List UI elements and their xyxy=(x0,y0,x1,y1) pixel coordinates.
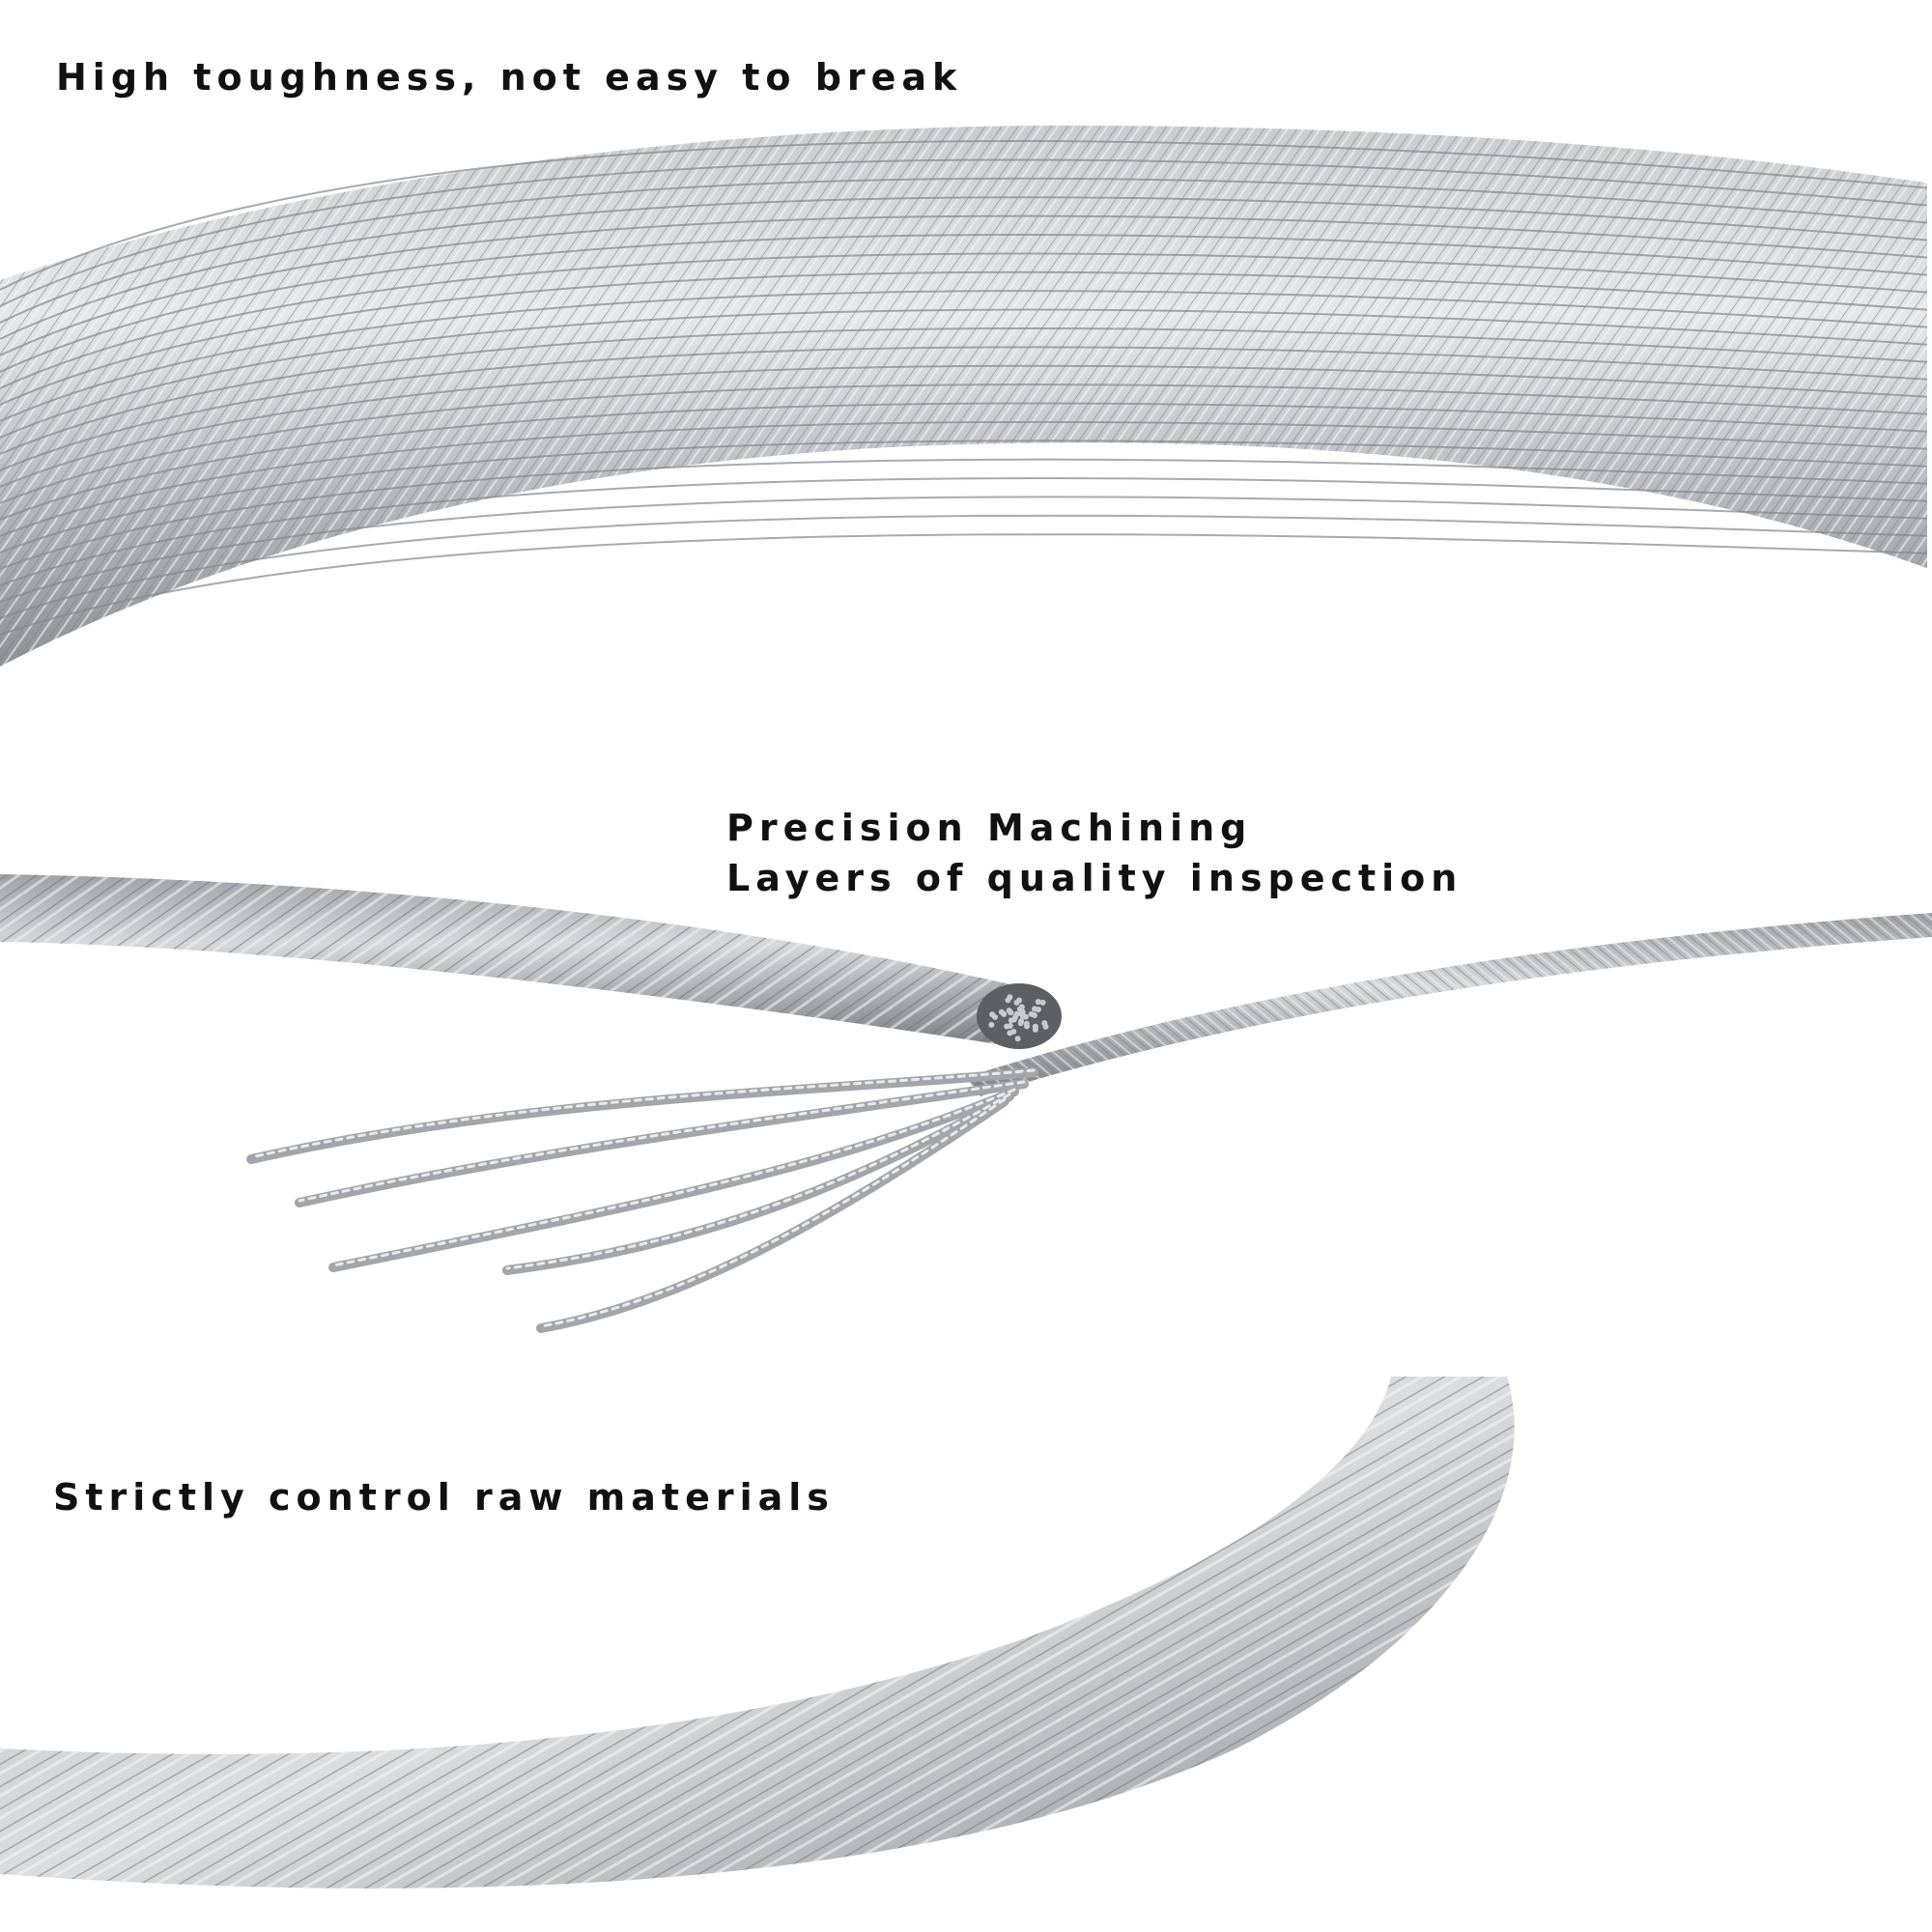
cut-wire-end xyxy=(1019,1009,1026,1015)
coil-strand-line xyxy=(0,290,1932,422)
coil-strand-line xyxy=(0,270,1932,406)
coil-strand-line xyxy=(0,158,1932,307)
cut-wire-end xyxy=(989,1011,996,1018)
coil-strand-line xyxy=(0,327,1932,455)
cut-wire-end xyxy=(1008,1017,1014,1024)
coil-strand-line xyxy=(0,252,1932,389)
coil-strand-line xyxy=(0,346,1932,471)
coiled-wire-rope-image xyxy=(0,0,1932,667)
coil-strand-line xyxy=(0,364,1932,488)
cut-wire-end xyxy=(1031,1011,1037,1018)
cut-wire-end xyxy=(1022,1013,1029,1020)
coil-strand-line xyxy=(0,458,1932,570)
cut-wire-end xyxy=(988,1021,995,1028)
cut-wire-end xyxy=(1035,1007,1041,1013)
cut-wire-end xyxy=(1006,1008,1012,1014)
materials-caption: Strictly control raw materials xyxy=(53,1476,835,1519)
cut-wire-end xyxy=(1042,1023,1049,1030)
machining-section: Precision Machining Layers of quality in… xyxy=(0,667,1932,1362)
curved-wire-rope-image xyxy=(0,1377,1515,1889)
coil-strand-line xyxy=(0,308,1932,439)
toughness-section: High toughness, not easy to break xyxy=(0,0,1932,667)
cut-wire-end xyxy=(1014,1036,1021,1042)
cut-wire-end xyxy=(1035,999,1041,1006)
coil-strand-line xyxy=(0,477,1932,586)
coil-strand-line xyxy=(0,214,1932,356)
cut-wire-end xyxy=(1024,1023,1030,1030)
cut-wire-end xyxy=(1017,1020,1024,1027)
coil-strand-line xyxy=(0,440,1932,554)
cut-wire-rope-image xyxy=(0,874,1932,1333)
coil-strand-line xyxy=(0,140,1932,291)
materials-section: Strictly control raw materials xyxy=(0,1362,1932,1932)
coil-strand-line xyxy=(0,533,1932,636)
coil-strand-line xyxy=(0,177,1932,324)
cut-wire-end xyxy=(1012,1013,1019,1020)
machining-caption-line-2: Layers of quality inspection xyxy=(726,857,1463,899)
cut-wire-end xyxy=(1004,1023,1010,1030)
cut-wire-end xyxy=(1039,999,1046,1006)
coil-strand-line xyxy=(0,420,1932,537)
cut-wire-end xyxy=(998,1009,1005,1015)
cut-wire-end xyxy=(1032,1026,1038,1033)
machining-caption-line-1: Precision Machining xyxy=(726,807,1253,849)
coil-strand-line xyxy=(0,514,1932,619)
coil-strand-line xyxy=(0,234,1932,373)
cut-wire-end xyxy=(1016,997,1022,1004)
toughness-caption: High toughness, not easy to break xyxy=(56,56,963,99)
cut-wire-end xyxy=(1007,1030,1013,1037)
coil-strand-line xyxy=(0,196,1932,340)
coil-strand-line xyxy=(0,402,1932,521)
coil-strand-line xyxy=(0,384,1932,504)
cut-wire-end xyxy=(1007,994,1013,1001)
coil-strand-line xyxy=(0,496,1932,603)
cut-wire-end xyxy=(1018,1004,1025,1010)
